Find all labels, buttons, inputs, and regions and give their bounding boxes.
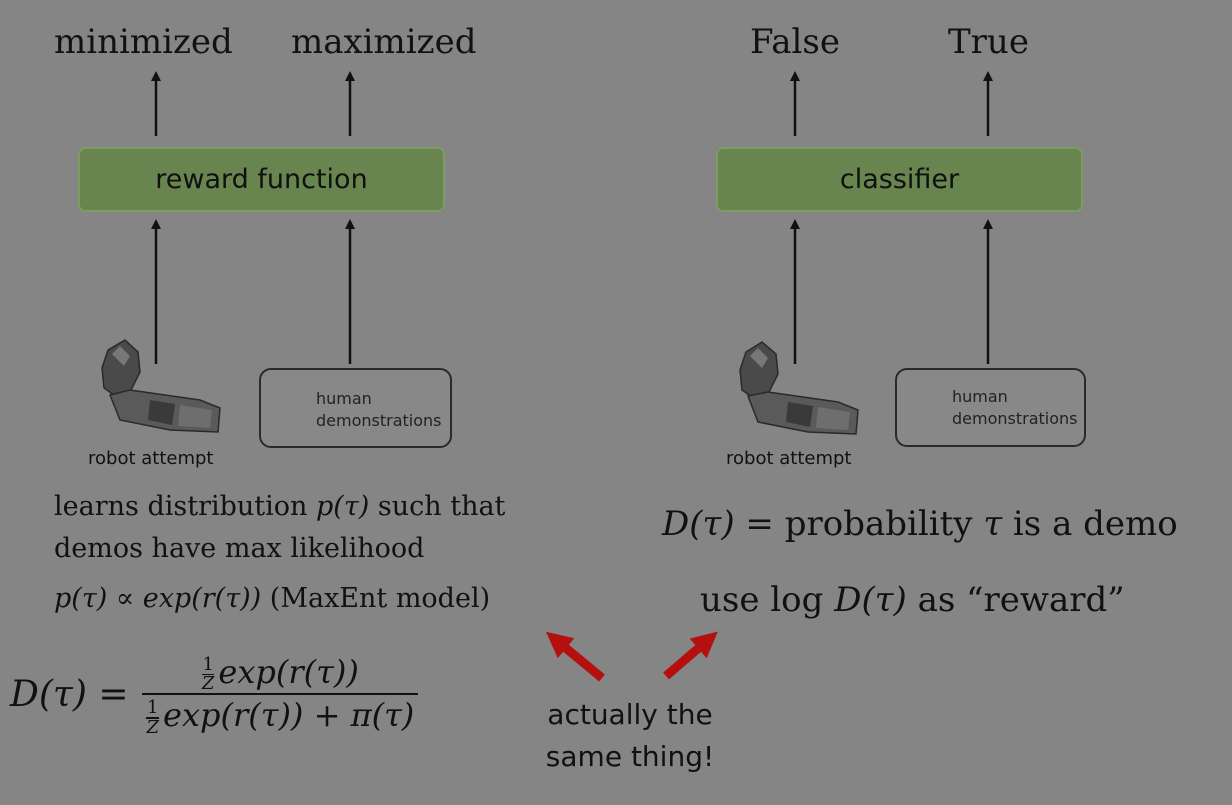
left-text-line1: learns distribution p(τ) such that bbox=[54, 491, 506, 522]
red-arrow-left bbox=[545, 631, 605, 682]
left-text-line2: demos have max likelihood bbox=[54, 533, 425, 564]
robot-attempt-caption-right: robot attempt bbox=[726, 448, 852, 469]
right-equation-d-probability: D(τ) = probability τ is a demo bbox=[662, 504, 1178, 544]
human-demonstrations-box-right bbox=[895, 368, 1086, 447]
robot-arm-icon-left bbox=[101, 339, 221, 433]
robot-arm-icon-right bbox=[739, 341, 859, 435]
output-label-true: True bbox=[948, 22, 1029, 62]
human-demonstrations-label-right: human demonstrations bbox=[952, 387, 1078, 428]
robot-attempt-caption-left: robot attempt bbox=[88, 448, 214, 469]
output-label-maximized: maximized bbox=[291, 22, 477, 62]
human-demonstrations-label-left: human demonstrations bbox=[316, 389, 442, 430]
right-log-d-reward-line: use log D(τ) as “reward” bbox=[700, 580, 1125, 620]
reward-function-box: reward function bbox=[78, 147, 445, 212]
same-thing-note: actually the same thing! bbox=[545, 698, 715, 773]
red-arrow-right bbox=[663, 631, 718, 680]
output-label-minimized: minimized bbox=[54, 22, 233, 62]
output-label-false: False bbox=[750, 22, 840, 62]
classifier-box: classifier bbox=[716, 147, 1083, 212]
left-text-line3: p(τ) ∝ exp(r(τ)) (MaxEnt model) bbox=[54, 583, 491, 614]
human-demonstrations-box-left bbox=[259, 368, 452, 448]
